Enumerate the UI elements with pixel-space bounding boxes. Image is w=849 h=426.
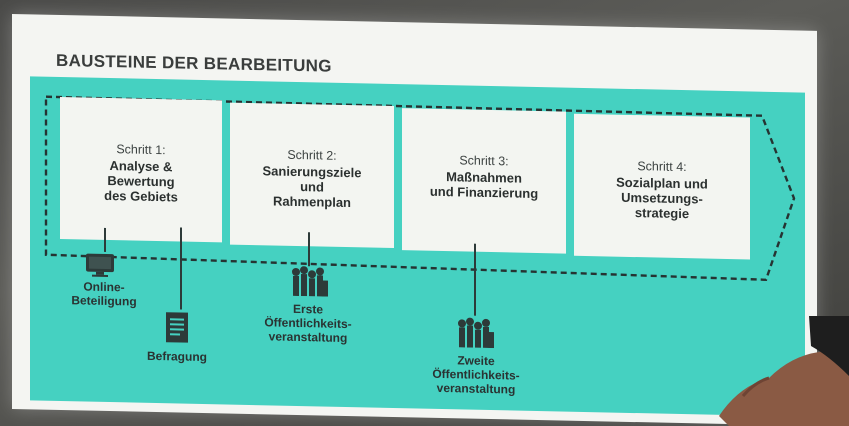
step-2-text: Sanierungsziele und Rahmenplan [262,163,362,211]
touchpoint-befragung-label: Befragung [147,348,207,365]
touchpoint-online-label: Online- Beteiligung [71,279,137,309]
crowd-icon [458,317,494,349]
connector-online [104,227,106,252]
step-4-text: Sozialplan und Umsetzungs- strategie [616,174,708,222]
step-4-label: Schritt 4: [637,159,687,175]
monitor-icon [86,253,114,278]
touchpoint-zweite-label: Zweite Öffentlichkeits- veranstaltung [432,353,520,397]
connector-zweite [474,243,476,316]
step-box-1: Schritt 1: Analyse & Bewertung des Gebie… [60,97,222,243]
step-box-4: Schritt 4: Sozialplan und Umsetzungs- st… [574,113,750,260]
presenter-hand [719,316,849,426]
step-3-label: Schritt 3: [459,153,509,169]
step-box-3: Schritt 3: Maßnahmen und Finanzierung [402,108,566,254]
touchpoint-erste-label: Erste Öffentlichkeits- veranstaltung [264,301,352,346]
connector-befragung [180,227,182,310]
step-2-label: Schritt 2: [287,147,337,163]
step-3-text: Maßnahmen und Finanzierung [429,169,539,202]
projector-screen: BAUSTEINE DER BEARBEITUNG Schritt 1: Ana… [12,14,817,426]
connector-erste [308,232,310,267]
document-icon [166,312,188,343]
step-box-2: Schritt 2: Sanierungsziele und Rahmenpla… [230,102,394,249]
step-1-text: Analyse & Bewertung des Gebiets [104,158,178,205]
slide-title: BAUSTEINE DER BEARBEITUNG [56,50,332,76]
step-1-label: Schritt 1: [116,142,166,158]
crowd-icon [292,266,328,297]
